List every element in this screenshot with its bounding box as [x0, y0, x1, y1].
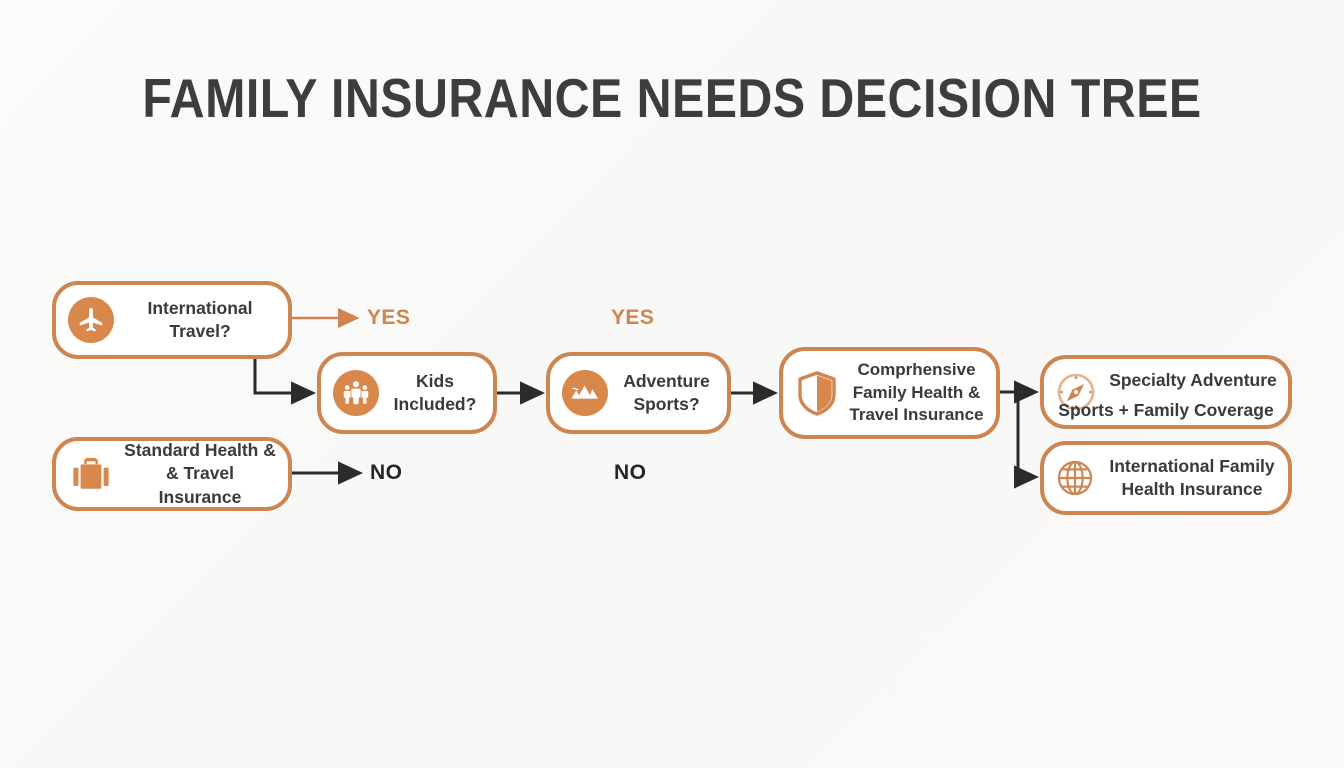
family-group-icon — [333, 370, 379, 416]
mountain-icon — [562, 370, 608, 416]
globe-icon — [1054, 457, 1096, 499]
node-label: Comprhensive Family Health & Travel Insu… — [849, 360, 984, 425]
edge-label-yes-1: YES — [367, 306, 411, 329]
node-international-family-health[interactable]: International Family Health Insurance — [1040, 441, 1292, 515]
node-label: International Family Health Insurance — [1109, 455, 1275, 499]
edge-travel-kids — [253, 358, 316, 405]
edge-comprehensive-intl-family — [1013, 392, 1039, 489]
shield-icon — [795, 369, 839, 417]
node-label-overflow: Sports + Family Coverage — [1058, 400, 1274, 420]
compass-icon — [1054, 370, 1098, 414]
suitcase-icon — [68, 452, 114, 496]
node-kids-included[interactable]: Kids Included? — [317, 352, 497, 434]
edge-label-no-1: NO — [370, 461, 403, 484]
node-label: International Travel? — [147, 297, 253, 341]
node-international-travel[interactable]: International Travel? — [52, 281, 292, 359]
page-title: FAMILY INSURANCE NEEDS DECISION TREE — [142, 67, 1202, 129]
node-label: Standard Health & & Travel Insurance — [124, 440, 276, 507]
edge-label-no-2: NO — [614, 461, 647, 484]
node-specialty-adventure[interactable]: Specialty Adventure Sports + Family Cove… — [1040, 355, 1292, 429]
airplane-icon — [68, 297, 114, 343]
node-label: Kids Included? — [393, 370, 477, 414]
node-comprehensive-insurance[interactable]: Comprhensive Family Health & Travel Insu… — [779, 347, 1000, 439]
node-standard-insurance[interactable]: Standard Health & & Travel Insurance — [52, 437, 292, 511]
node-label: Specialty Adventure — [1109, 370, 1277, 391]
node-adventure-sports[interactable]: Adventure Sports? — [546, 352, 731, 434]
edge-label-yes-2: YES — [611, 306, 655, 329]
node-label: Adventure Sports? — [623, 370, 710, 414]
